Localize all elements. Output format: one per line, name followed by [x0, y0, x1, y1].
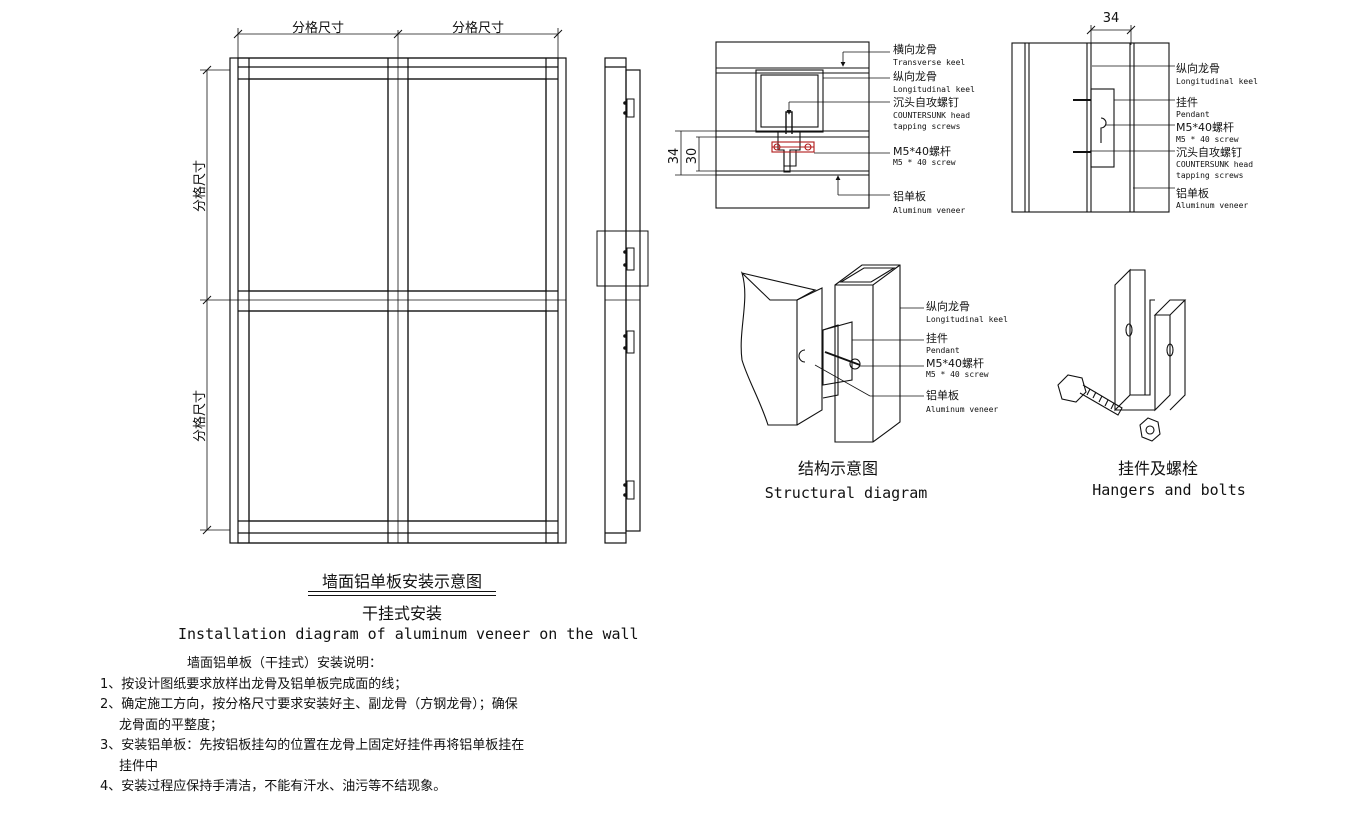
notes-heading: 墙面铝单板（干挂式）安装说明：: [187, 656, 383, 671]
label-countersunk-cn: 沉头自攻螺钉: [893, 95, 959, 109]
structural-diagram: [740, 264, 924, 443]
structural-caption-cn: 结构示意图: [798, 459, 878, 478]
label-longitudinal-keel-en: Longitudinal keel: [893, 85, 975, 94]
title-underline-2: [308, 595, 496, 596]
label-countersunk-en: COUNTERSUNK head: [893, 111, 970, 120]
dim-34-top: 34: [1103, 11, 1120, 26]
note-item-3-cont: 挂件中: [119, 758, 159, 774]
note-item-1: 1、按设计图纸要求放样出龙骨及铝单板完成面的线；: [100, 676, 408, 692]
label2-pendant-cn: 挂件: [1176, 95, 1198, 109]
label2-keel-en: Longitudinal keel: [1176, 77, 1258, 86]
structural-caption-en: Structural diagram: [765, 484, 928, 502]
dim-label-left-lower: 分格尺寸: [192, 390, 208, 442]
section-detail: [675, 41, 890, 209]
title-underline: [308, 591, 496, 592]
label-longitudinal-keel-cn: 纵向龙骨: [893, 69, 937, 83]
note-item-4: 4、安装过程应保持手清洁，不能有汗水、油污等不结现象。: [100, 779, 447, 794]
label2-aluminum-cn: 铝单板: [1176, 186, 1209, 200]
label3-pendant-en: Pendant: [926, 346, 960, 355]
label-aluminum-cn: 铝单板: [893, 189, 926, 203]
main-title-en: Installation diagram of aluminum veneer …: [178, 625, 639, 643]
dim-label-left-upper: 分格尺寸: [192, 160, 208, 212]
hangers-caption-cn: 挂件及螺栓: [1118, 459, 1198, 478]
hangers-caption-en: Hangers and bolts: [1092, 481, 1246, 499]
label-screw-cn: M5*40螺杆: [893, 144, 951, 158]
label3-keel-en: Longitudinal keel: [926, 315, 1008, 324]
label3-pendant-cn: 挂件: [926, 331, 948, 345]
dim-30: 30: [685, 148, 700, 165]
label2-screw-cn: M5*40螺杆: [1176, 120, 1234, 134]
installation-notes: 墙面铝单板（干挂式）安装说明： 1、按设计图纸要求放样出龙骨及铝单板完成面的线；…: [100, 654, 524, 798]
elevation-view: [200, 28, 567, 544]
note-item-3: 3、安装铝单板：先按铝板挂勾的位置在龙骨上固定好挂件再将铝单板挂在: [100, 738, 525, 753]
label-aluminum-en: Aluminum veneer: [893, 206, 965, 215]
main-subtitle: 干挂式安装: [361, 604, 442, 623]
label2-keel-cn: 纵向龙骨: [1176, 61, 1220, 75]
label3-screw-cn: M5*40螺杆: [926, 356, 984, 370]
label3-aluminum-en: Aluminum veneer: [926, 405, 998, 414]
label2-countersunk-en2: tapping screws: [1176, 171, 1244, 180]
dim-34-left: 34: [667, 148, 682, 165]
label-screw-en: M5 * 40 screw: [893, 158, 956, 167]
label3-keel-cn: 纵向龙骨: [926, 299, 970, 313]
label2-pendant-en: Pendant: [1176, 110, 1210, 119]
label3-screw-en: M5 * 40 screw: [926, 370, 989, 379]
side-section-detail: [1011, 25, 1175, 213]
note-item-2: 2、确定施工方向，按分格尺寸要求安装好主、副龙骨（方钢龙骨）；确保: [100, 697, 518, 712]
side-view: [596, 57, 649, 544]
note-item-2-cont: 龙骨面的平整度；: [119, 717, 224, 733]
label2-countersunk-en: COUNTERSUNK head: [1176, 160, 1253, 169]
label-transverse-keel-cn: 横向龙骨: [893, 42, 937, 56]
label2-countersunk-cn: 沉头自攻螺钉: [1176, 145, 1242, 159]
label3-aluminum-cn: 铝单板: [926, 388, 959, 402]
hangers-and-bolts-drawing: [1057, 268, 1187, 442]
label-countersunk-en2: tapping screws: [893, 122, 961, 131]
main-title: 墙面铝单板安装示意图: [321, 572, 482, 591]
dim-label-top-right: 分格尺寸: [452, 20, 504, 36]
label2-aluminum-en: Aluminum veneer: [1176, 201, 1248, 210]
dim-label-top-left: 分格尺寸: [292, 20, 344, 36]
label2-screw-en: M5 * 40 screw: [1176, 135, 1239, 144]
label-transverse-keel-en: Transverse keel: [893, 58, 965, 67]
